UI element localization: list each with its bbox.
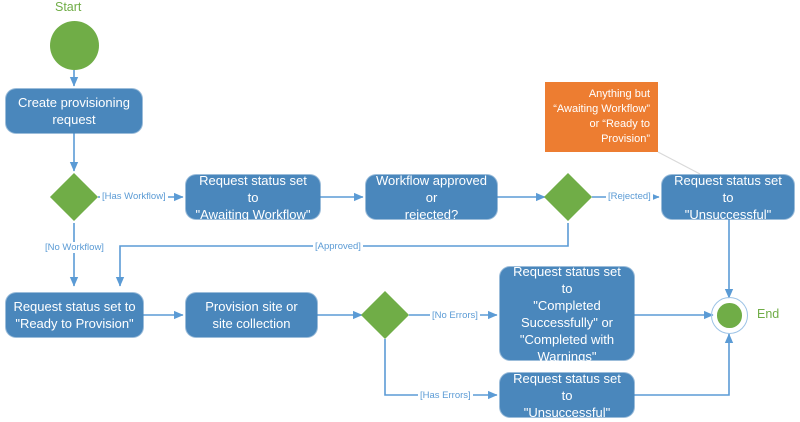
node-provision-site-or-collection: Provision site or site collection bbox=[186, 293, 317, 337]
callout-leader-line bbox=[657, 151, 701, 175]
end-terminal-inner bbox=[717, 303, 742, 328]
end-terminal bbox=[711, 297, 748, 334]
node-text-line: "Unsuccessful" bbox=[523, 404, 611, 420]
edge-label-has-errors: [Has Errors] bbox=[418, 390, 473, 401]
edge-label-rejected: [Rejected] bbox=[606, 191, 653, 202]
callout-text-line: “Awaiting Workflow” bbox=[553, 103, 650, 115]
edge-label-approved: [Approved] bbox=[313, 241, 363, 252]
callout-text-line: Provision” bbox=[601, 133, 650, 145]
callout-text-line: or “Ready to bbox=[589, 118, 650, 130]
node-workflow-approved-or-rejected: Workflow approved or rejected? bbox=[366, 172, 497, 222]
node-text-line: request bbox=[52, 112, 96, 127]
node-text-line: Successfully" or bbox=[520, 314, 614, 330]
node-status-unsuccessful-top: Request status set to "Unsuccessful" bbox=[662, 172, 794, 222]
callout-text-line: Anything but bbox=[588, 88, 650, 100]
edge-label-has-workflow: [Has Workflow] bbox=[100, 191, 168, 202]
node-text-line: Request status set to bbox=[674, 172, 782, 205]
node-text-line: Request status set to bbox=[513, 370, 621, 403]
node-text-line: "Awaiting Workflow" bbox=[195, 206, 311, 222]
edge-label-no-workflow: [No Workflow] bbox=[43, 242, 106, 253]
node-status-unsuccessful-bottom: Request status set to "Unsuccessful" bbox=[500, 370, 634, 420]
node-status-awaiting-workflow: Request status set to "Awaiting Workflow… bbox=[186, 172, 320, 222]
node-text-line: Create provisioning bbox=[17, 95, 130, 110]
node-status-ready-to-provision: Request status set to "Ready to Provisio… bbox=[6, 293, 143, 337]
edge-has-errors bbox=[384, 339, 498, 400]
node-create-provisioning-request: Create provisioning request bbox=[6, 89, 142, 133]
start-terminal bbox=[50, 21, 99, 70]
node-text-line: Request status set to bbox=[13, 299, 136, 314]
node-text-line: Provision site or bbox=[205, 299, 298, 314]
node-text-line: Request status set to bbox=[199, 172, 307, 205]
node-text-line: Request status set to bbox=[513, 263, 621, 296]
start-label: Start bbox=[55, 0, 82, 14]
end-label: End bbox=[757, 307, 780, 321]
node-text-line: Warnings" bbox=[537, 348, 597, 364]
node-text-line: site collection bbox=[212, 316, 291, 331]
node-text-line: rejected? bbox=[404, 206, 459, 222]
edge-unsuccessful-bottom-to-end bbox=[634, 333, 734, 396]
node-status-completed: Request status set to "Completed Success… bbox=[500, 264, 634, 364]
node-text-line: Workflow approved or bbox=[375, 172, 488, 205]
node-text-line: "Ready to Provision" bbox=[15, 316, 134, 331]
node-text-line: "Completed with bbox=[519, 331, 615, 347]
node-text-line: "Completed bbox=[533, 297, 601, 313]
edge-label-no-errors: [No Errors] bbox=[430, 310, 480, 321]
node-text-line: "Unsuccessful" bbox=[684, 206, 772, 222]
callout-note-unsuccessful: Anything but “Awaiting Workflow” or “Rea… bbox=[545, 82, 658, 152]
